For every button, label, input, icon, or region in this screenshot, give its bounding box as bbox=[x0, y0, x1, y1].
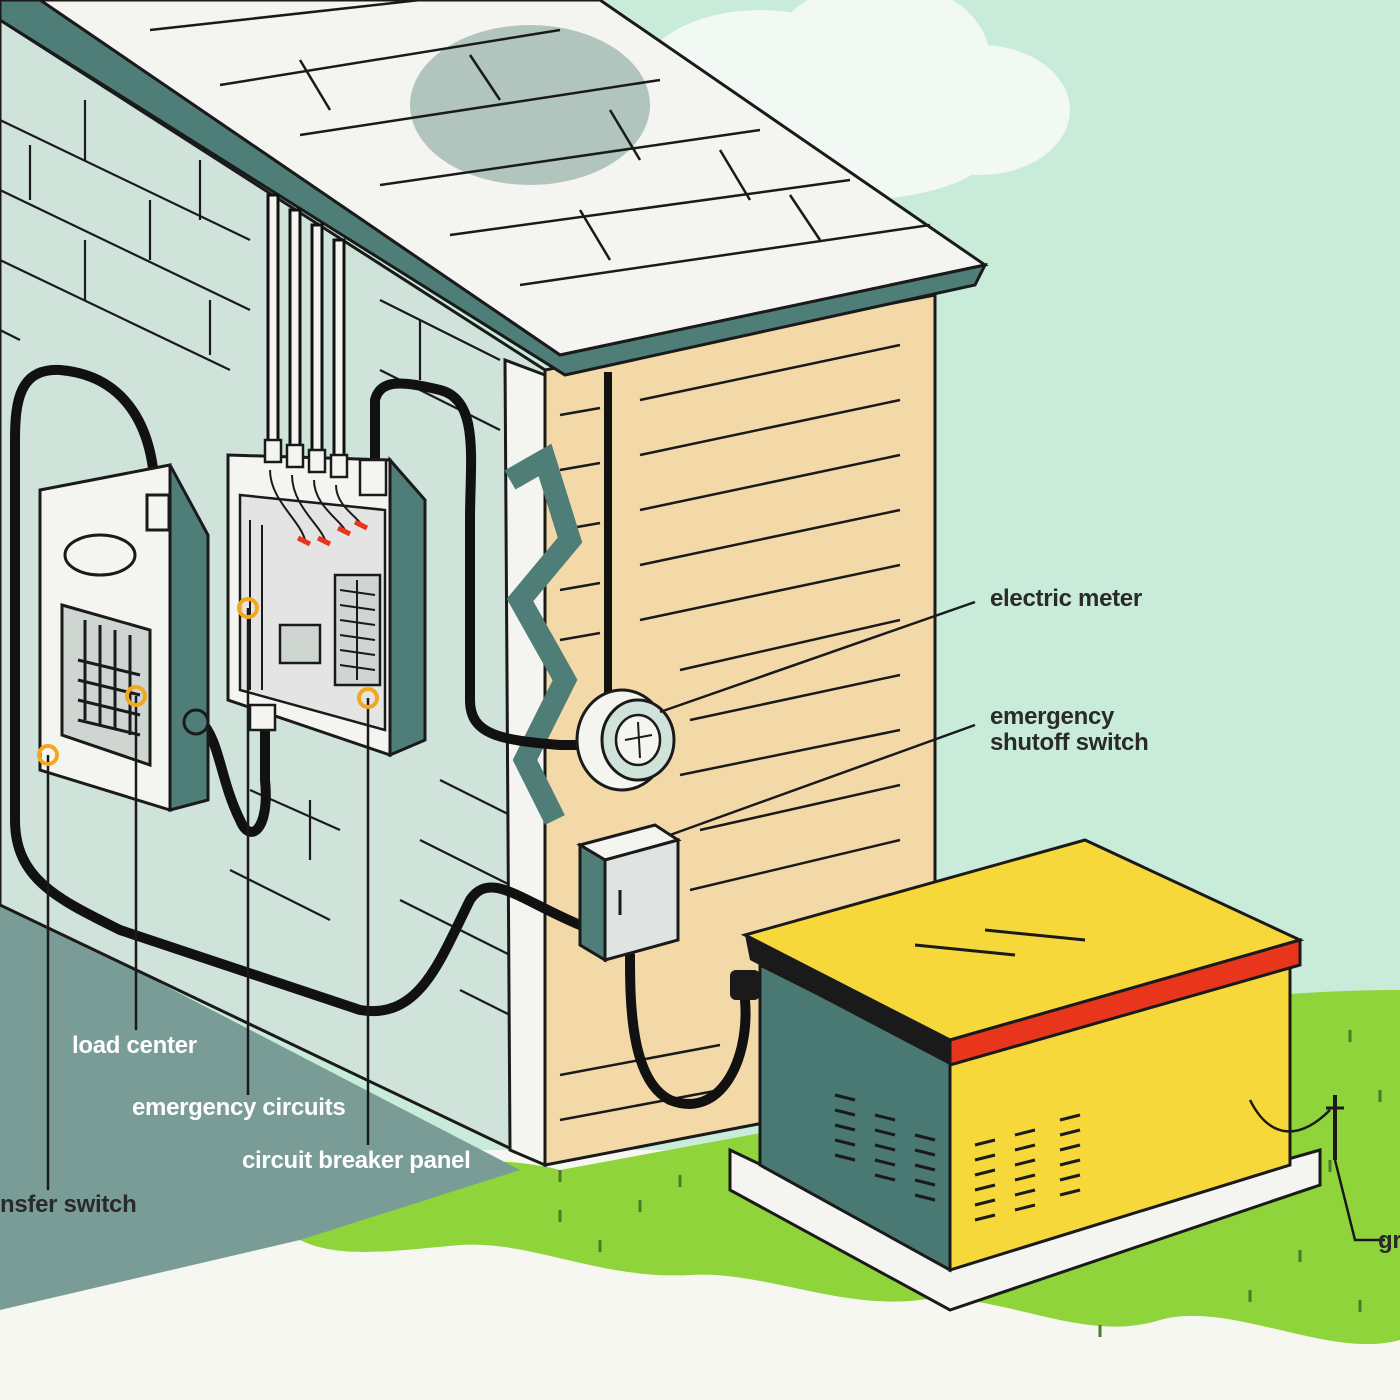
grass-tufts bbox=[558, 1030, 1382, 1337]
roof-shadow bbox=[410, 25, 650, 185]
house-shadow bbox=[0, 900, 520, 1310]
marker-load-center bbox=[125, 685, 147, 707]
downspout bbox=[503, 357, 583, 1168]
label-transfer-switch: nsfer switch bbox=[0, 1191, 137, 1218]
label-electric-meter: electric meter bbox=[990, 585, 1142, 612]
generator bbox=[728, 838, 1344, 1312]
wiring bbox=[10, 364, 751, 1109]
marker-transfer-switch bbox=[37, 744, 59, 766]
circuit-breaker-panel-box bbox=[226, 438, 427, 758]
label-load-center: load center bbox=[72, 1032, 197, 1059]
transfer-switch-box bbox=[38, 463, 210, 813]
callout-markers bbox=[37, 597, 379, 766]
marker-emergency-circuits bbox=[237, 597, 259, 619]
marker-circuit-breaker-panel bbox=[357, 687, 379, 709]
label-emergency-circuits: emergency circuits bbox=[132, 1094, 346, 1121]
label-emergency-shutoff-line2: shutoff switch bbox=[990, 729, 1149, 756]
ground-wire bbox=[1248, 1099, 1331, 1133]
label-circuit-breaker-panel: circuit breaker panel bbox=[242, 1147, 471, 1174]
callout-lines bbox=[659, 600, 1385, 1242]
label-generator-ground: gr bbox=[1378, 1227, 1400, 1254]
generator-connector bbox=[730, 970, 760, 1000]
electric-meter-device bbox=[575, 688, 676, 792]
generator-vents bbox=[834, 1093, 1081, 1222]
callout-lines-light bbox=[46, 608, 370, 1190]
siding-lines bbox=[559, 343, 901, 1122]
emergency-shutoff-switch-box bbox=[576, 823, 682, 963]
generator-stripe bbox=[948, 938, 1302, 1067]
roof bbox=[0, 0, 989, 377]
label-emergency-shutoff-line1: emergency bbox=[990, 703, 1115, 730]
generator-top-edge bbox=[745, 935, 950, 1065]
